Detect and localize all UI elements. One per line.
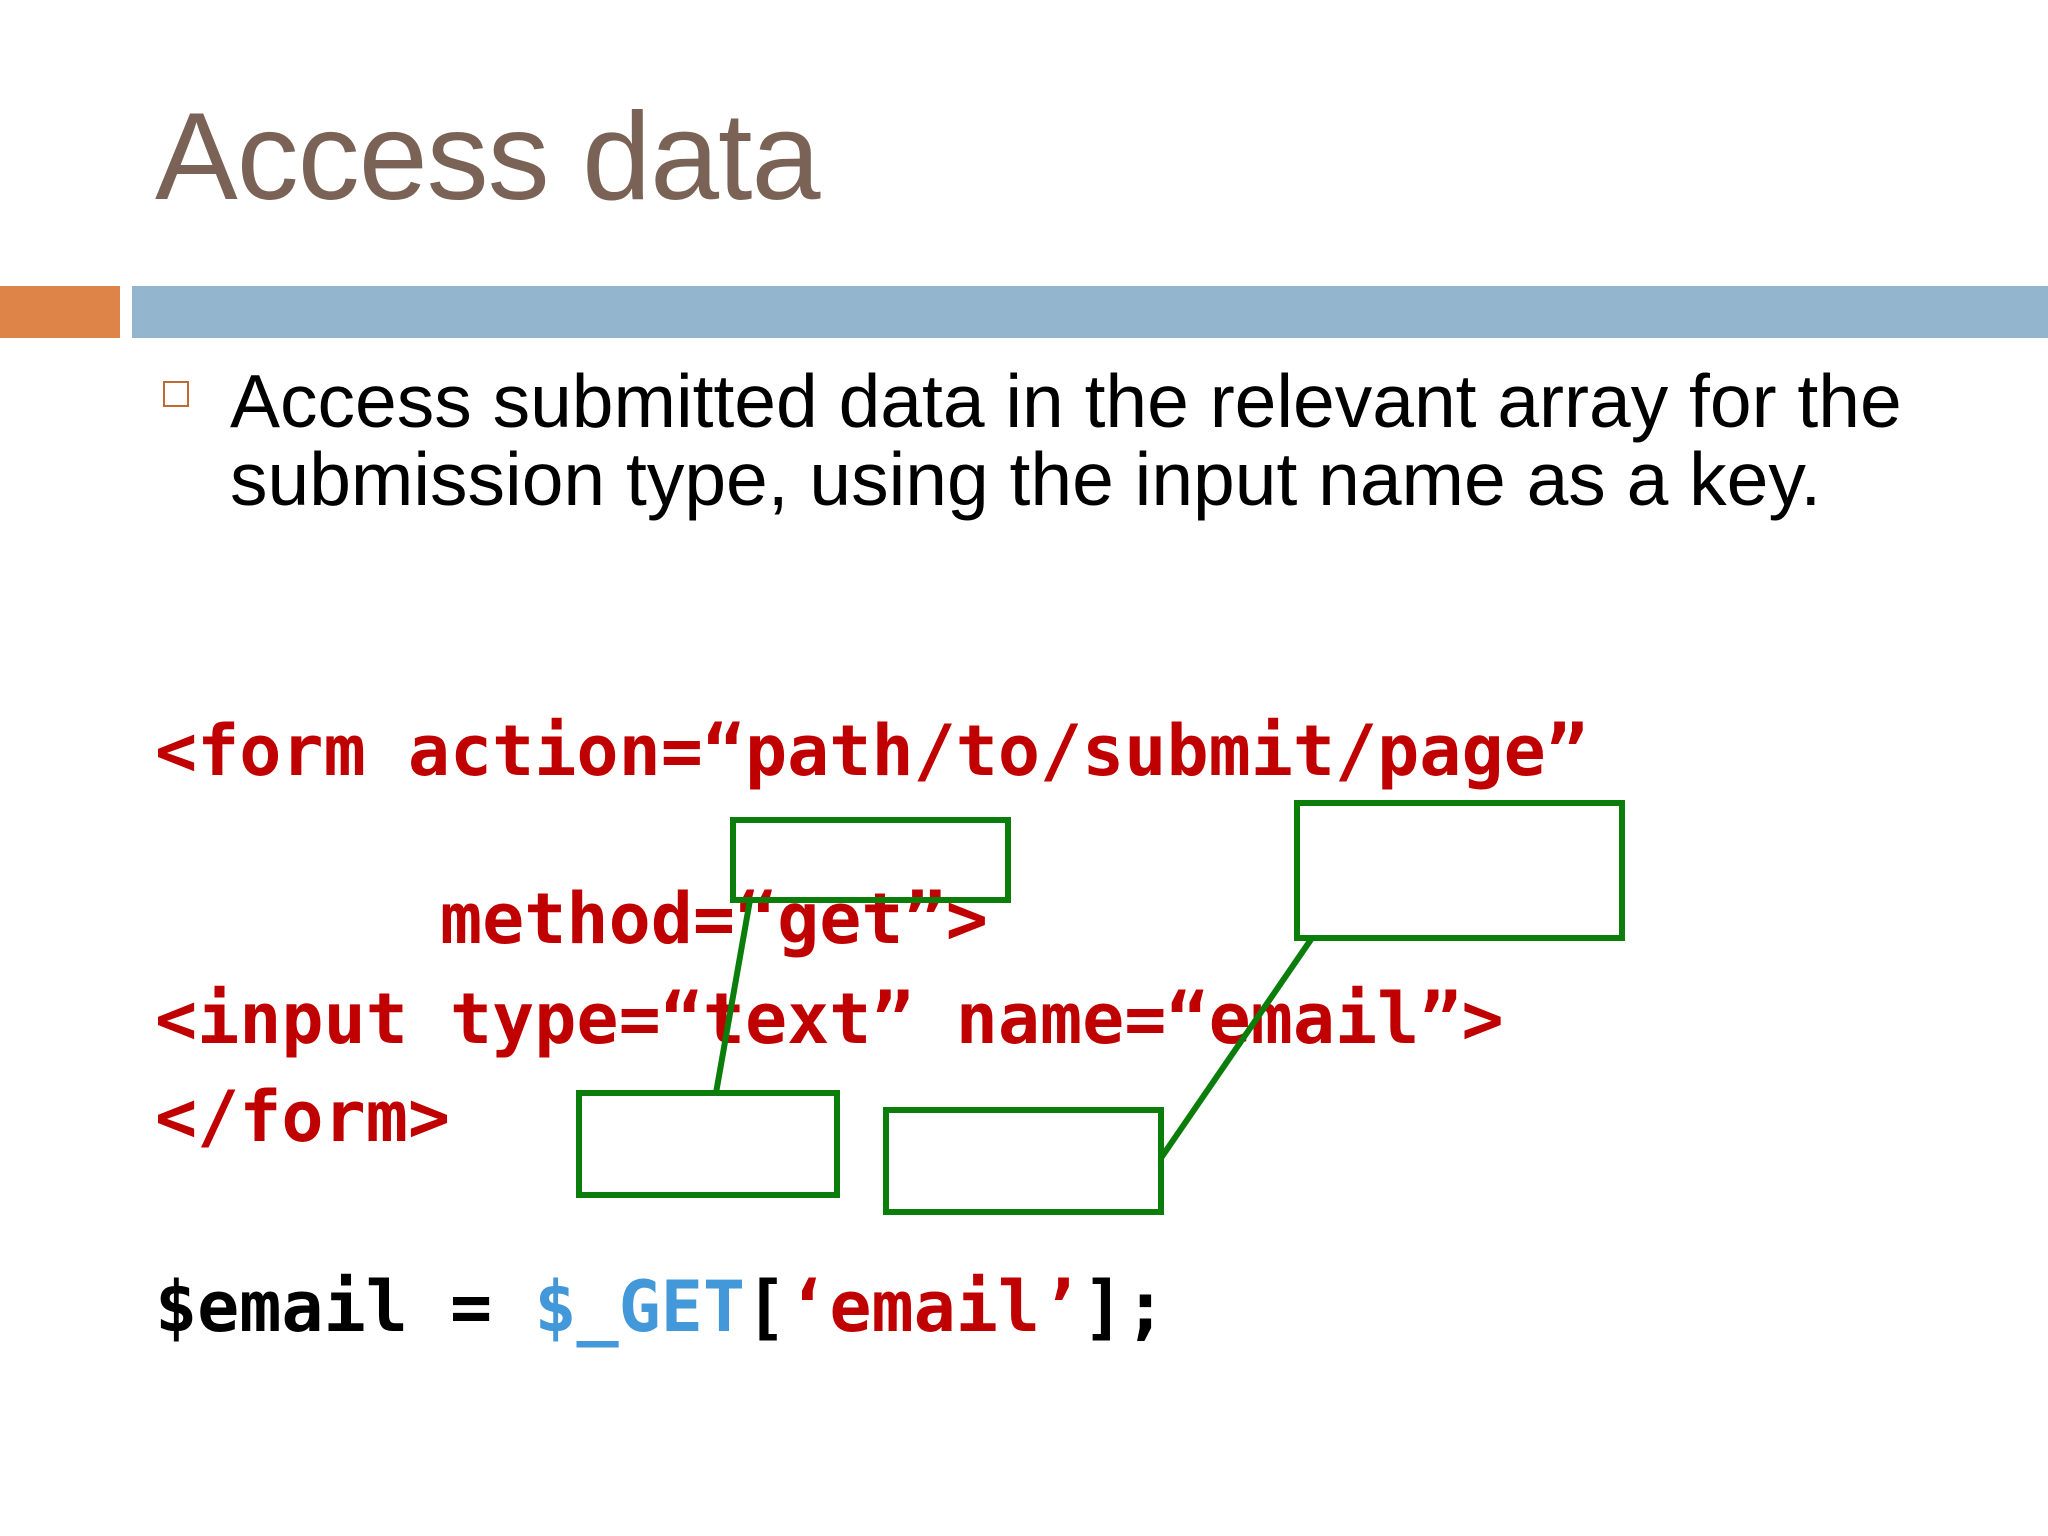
annotation-box-email-name <box>1294 800 1625 941</box>
annotation-box-method <box>576 1090 840 1198</box>
php-superglobal: $_GET <box>534 1266 746 1348</box>
php-key: ‘email’ <box>787 1266 1083 1348</box>
php-code-line: $email = $_GET[‘email’]; <box>155 1272 1167 1342</box>
code-method-line: method=“get”> <box>440 878 988 960</box>
php-variable: $email <box>155 1266 408 1348</box>
slide-title: Access data <box>155 88 820 226</box>
php-open-bracket: [ <box>745 1266 788 1348</box>
accent-bar-orange <box>0 286 120 338</box>
accent-bar-blue <box>132 286 2048 338</box>
code-form-open-line: <form action=“path/to/submit/page” <box>155 710 1588 792</box>
php-close: ]; <box>1082 1266 1167 1348</box>
bullet-square-icon <box>163 381 189 407</box>
bullet-text: Access submitted data in the relevant ar… <box>230 359 1902 521</box>
code-input-line: <input type=“text” name=“email”> <box>155 978 1504 1060</box>
annotation-box-name-attr <box>883 1107 1164 1215</box>
code-form-close-line: </form> <box>155 1076 451 1158</box>
php-assign: = <box>407 1266 535 1348</box>
